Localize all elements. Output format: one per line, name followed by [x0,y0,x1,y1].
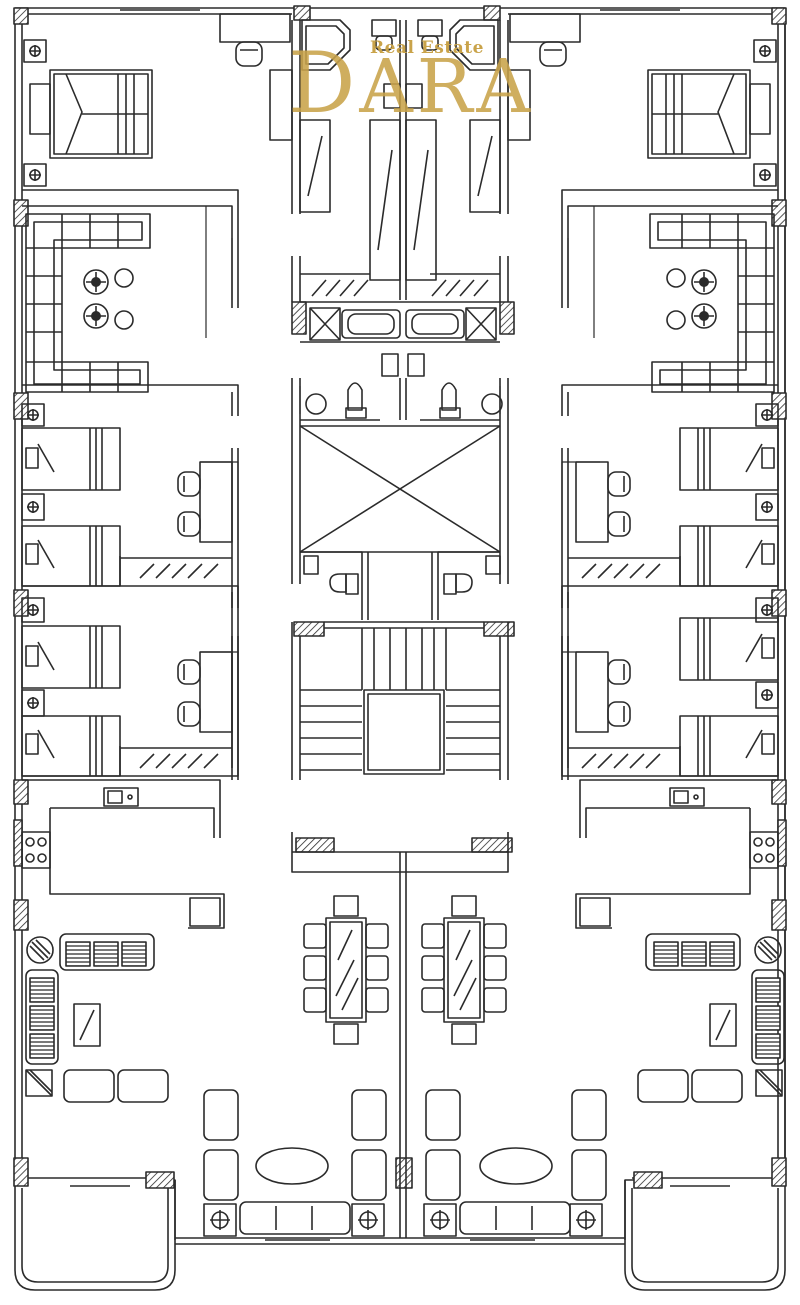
chair-icon [235,41,567,67]
sofa-icon [25,933,785,1235]
watermark-logo: Real Estate DARA [282,28,530,124]
chair-icon [177,471,631,727]
bathtub-icon [309,307,497,341]
interior-walls [22,20,778,1240]
bed-icon [29,69,771,159]
stove-icon [21,831,779,927]
elevator-shaft [299,425,501,553]
column-icon [13,5,787,1189]
toilet-icon [303,353,503,595]
coffee-table-icon [73,1003,737,1185]
desk-icon [199,461,609,733]
dining-table-icon [303,895,507,1045]
closet-icon [119,556,681,776]
stair-icon [300,628,500,775]
nightstand-icon [21,403,779,717]
watermark-name: DARA [288,34,534,132]
nightstand-icon [23,39,777,187]
sink-icon [103,787,705,807]
side-table-icon [203,1203,603,1237]
watermark-subtitle: Real Estate [370,38,484,58]
bathroom-fixtures [299,19,501,297]
bed-icon [21,427,779,777]
cushion-fill [29,941,781,1059]
sofa-icon [25,213,775,393]
plant-icon [25,936,783,1097]
